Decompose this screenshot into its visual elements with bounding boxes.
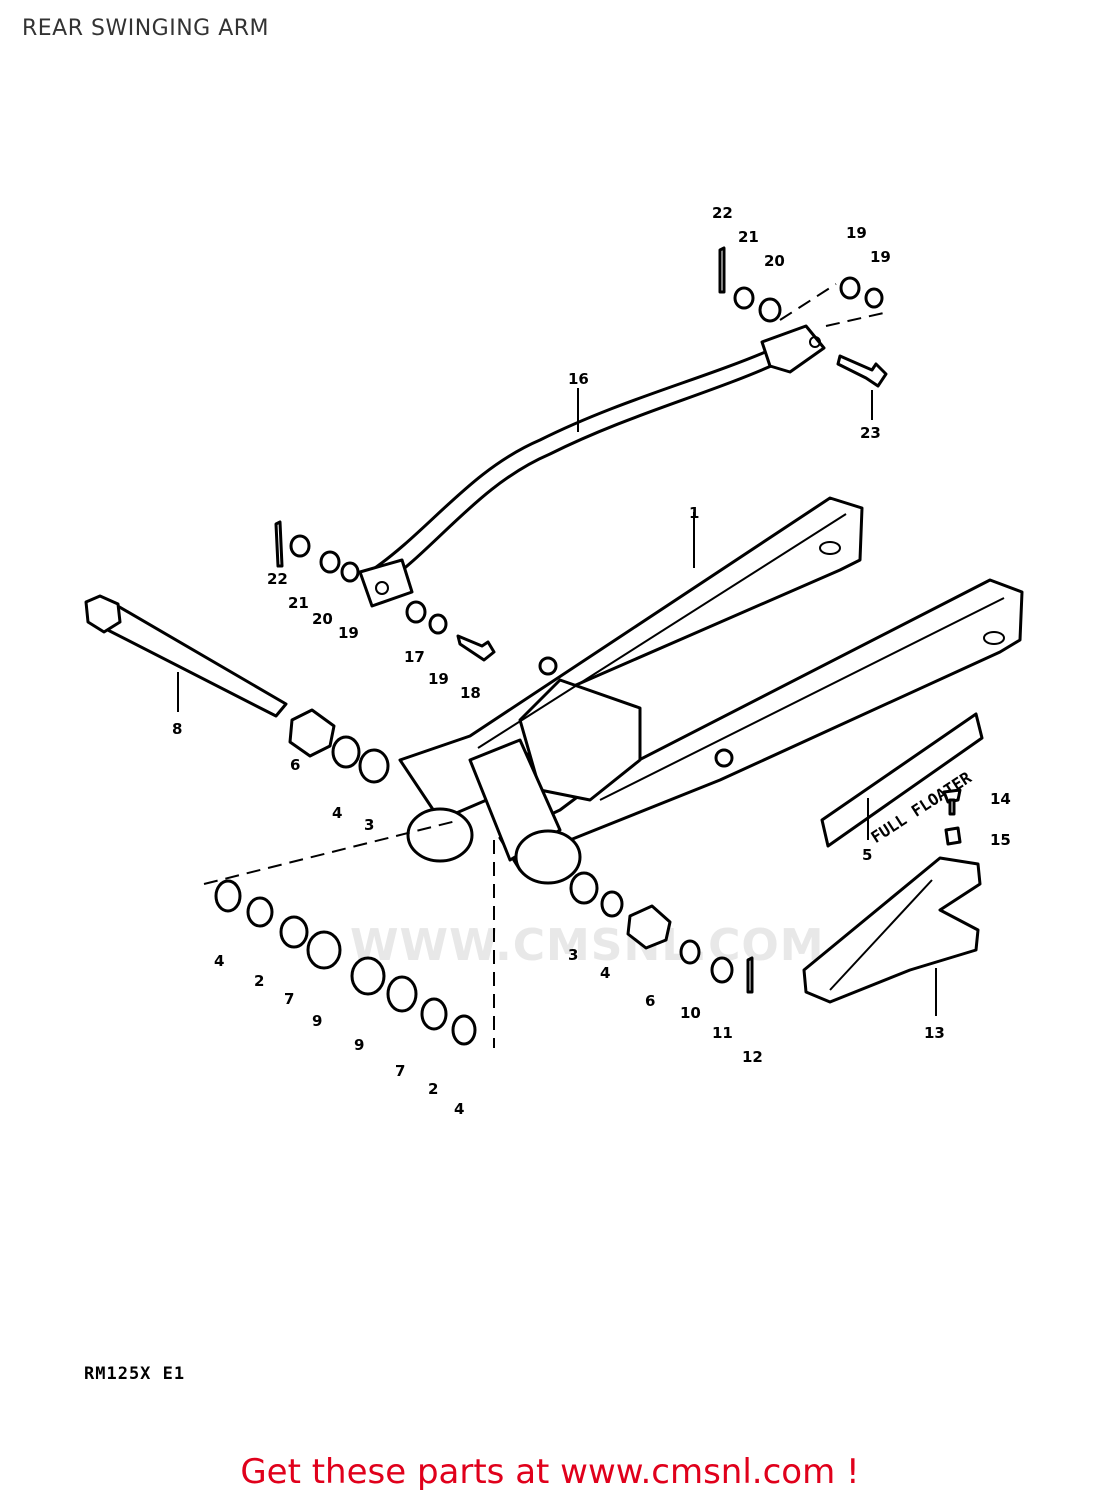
callout-4-bottom-b: 4: [454, 1100, 464, 1118]
callout-14: 14: [990, 790, 1011, 808]
callout-22-left: 22: [267, 570, 288, 588]
callout-3-right: 3: [568, 946, 578, 964]
callout-7-a: 7: [284, 990, 294, 1008]
callout-6-right: 6: [645, 992, 655, 1010]
callout-19-mid: 19: [428, 670, 449, 688]
callout-21-top: 21: [738, 228, 759, 246]
callout-1: 1: [689, 504, 699, 522]
callout-18: 18: [460, 684, 481, 702]
callout-19-left: 19: [338, 624, 359, 642]
callout-20-top: 20: [764, 252, 785, 270]
callout-4-right: 4: [600, 964, 610, 982]
callout-15: 15: [990, 831, 1011, 849]
callout-3-left: 3: [364, 816, 374, 834]
callout-11: 11: [712, 1024, 733, 1042]
callout-12: 12: [742, 1048, 763, 1066]
callout-17: 17: [404, 648, 425, 666]
page-title: REAR SWINGING ARM: [22, 16, 270, 41]
callout-4-bottom-a: 4: [214, 952, 224, 970]
callout-20-left: 20: [312, 610, 333, 628]
callout-19-top-b: 19: [870, 248, 891, 266]
callout-4-left: 4: [332, 804, 342, 822]
watermark-text: WWW.CMSNL.COM: [350, 920, 825, 971]
callout-2-b: 2: [428, 1080, 438, 1098]
part-16-torque-rod: [358, 324, 826, 608]
part-8-pivot-shaft: [84, 594, 288, 718]
leader-lines: [177, 388, 937, 1016]
callout-7-b: 7: [395, 1062, 405, 1080]
callout-8: 8: [172, 720, 182, 738]
part-13-chain-guide: [802, 856, 982, 1004]
assembly-lines: [203, 283, 889, 1048]
model-code: RM125X E1: [84, 1364, 186, 1384]
callout-9-a: 9: [312, 1012, 322, 1030]
promo-link[interactable]: Get these parts at www.cmsnl.com !: [240, 1452, 860, 1492]
callout-labels: 1 16 22 21 20 19 19 23 22 21 20 19 17 19…: [172, 204, 1011, 1118]
callout-16: 16: [568, 370, 589, 388]
callout-2-a: 2: [254, 972, 264, 990]
callout-23: 23: [860, 424, 881, 442]
callout-10: 10: [680, 1004, 701, 1022]
small-hardware: [214, 246, 962, 1046]
callout-21-left: 21: [288, 594, 309, 612]
part-1-swing-arm: [398, 496, 1024, 885]
callout-6-left: 6: [290, 756, 300, 774]
callout-13: 13: [924, 1024, 945, 1042]
callout-22-top: 22: [712, 204, 733, 222]
callout-19-top-a: 19: [846, 224, 867, 242]
callout-5: 5: [862, 846, 872, 864]
callout-9-b: 9: [354, 1036, 364, 1054]
